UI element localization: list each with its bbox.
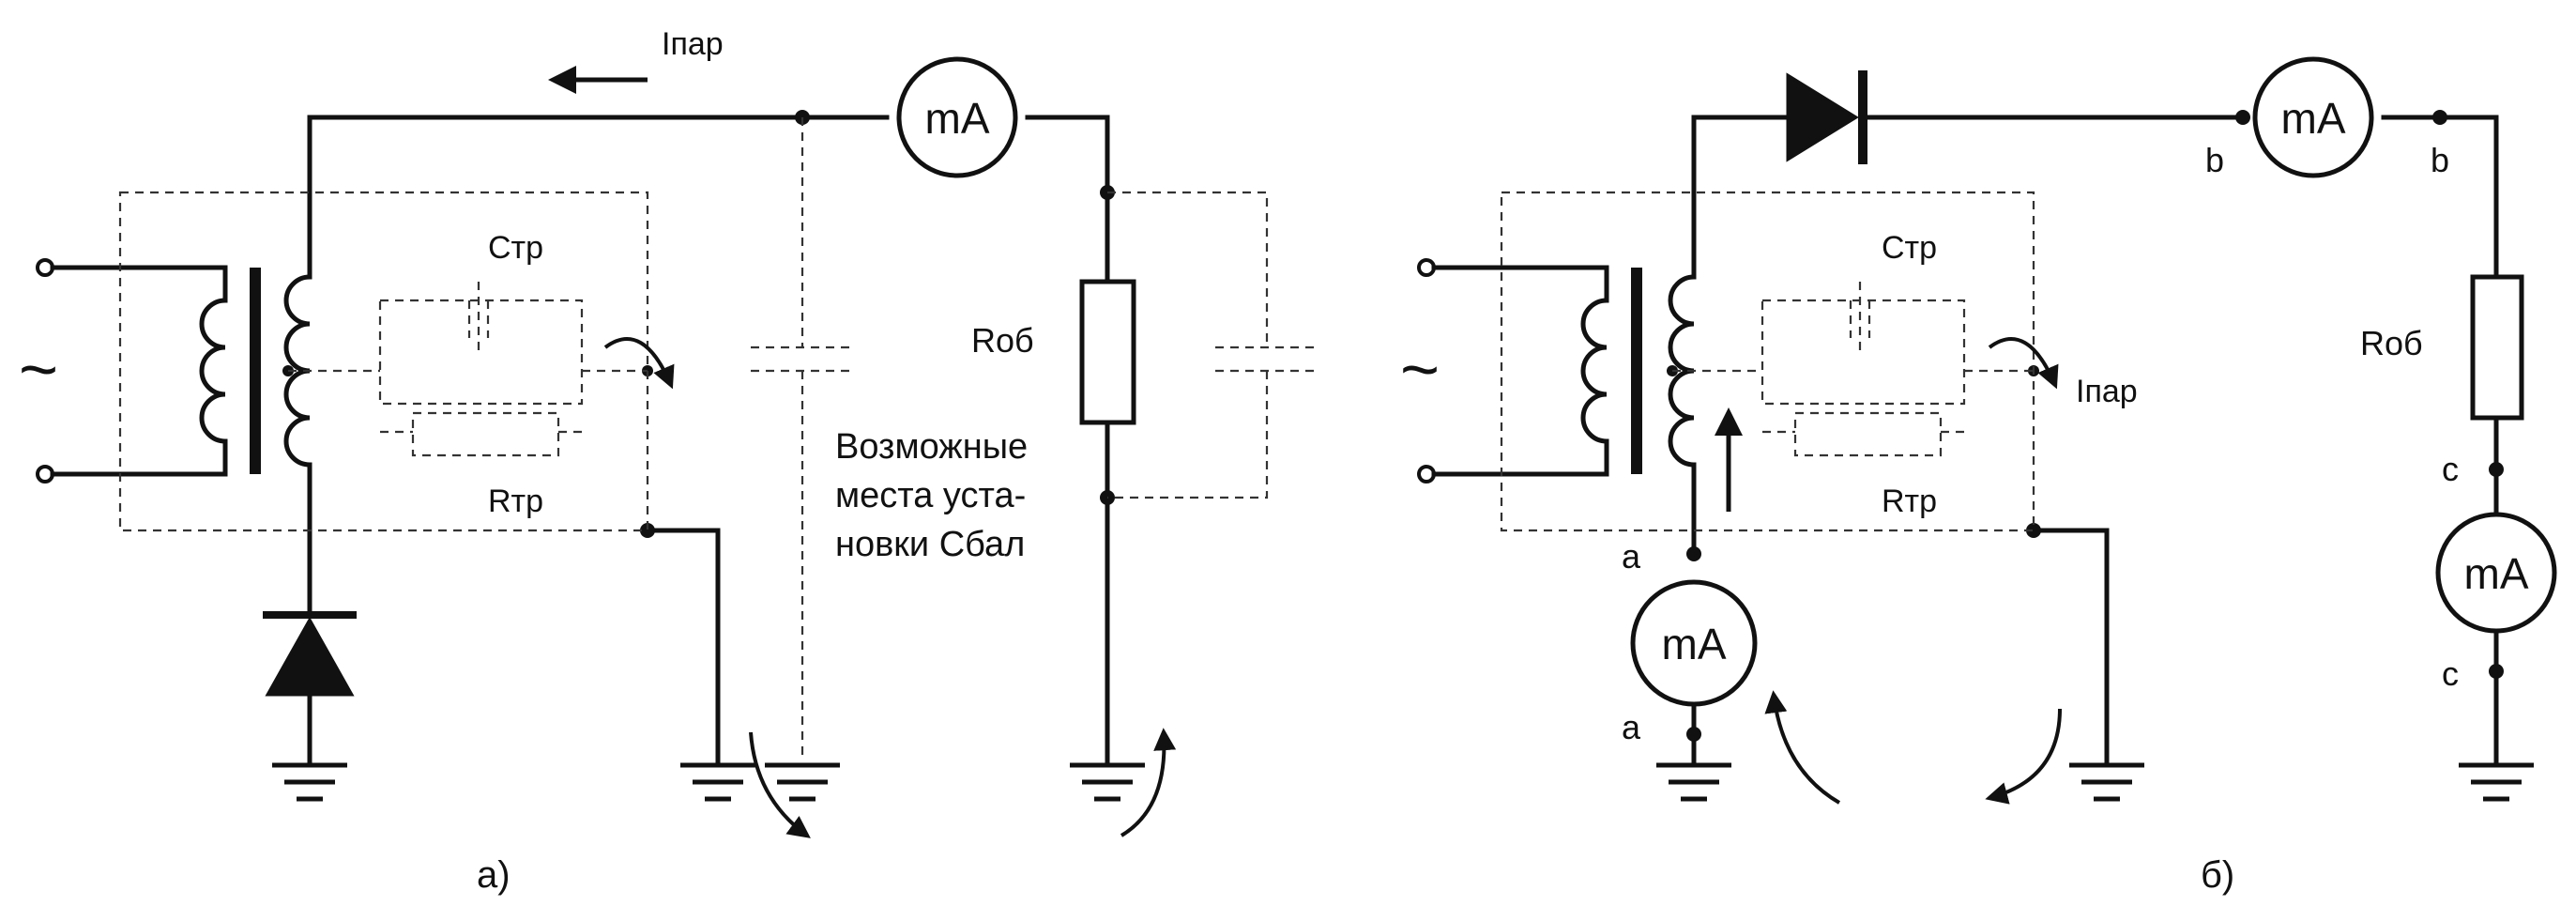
label-rtr-b: Rтр [1882, 484, 1937, 519]
junction-rtr-a [640, 523, 655, 538]
label-b-right: b [2431, 141, 2449, 179]
node-b-right [2432, 110, 2447, 125]
ground-wire-rtr-b [2031, 528, 2110, 768]
node-a-top [1686, 546, 1701, 561]
ground-load-a [1070, 762, 1145, 802]
svg-text:новки Cбал: новки Cбал [835, 525, 1025, 564]
label-a-bottom: a [1622, 708, 1641, 746]
svg-text:mA: mA [2281, 94, 2346, 143]
label-ctr-a: Cтр [488, 230, 543, 266]
milliammeter-a: mA [896, 56, 1018, 178]
parasitic-enclosure-b [1500, 191, 2035, 532]
svg-text:mA: mA [1662, 620, 1727, 668]
label-ipar-b: Iпар [2076, 374, 2138, 409]
curved-arrow-load-a [1120, 728, 1177, 837]
node-c-bottom [2489, 664, 2504, 679]
ground-load-b [2459, 762, 2534, 802]
diode-a [263, 611, 357, 706]
svg-text:Возможные: Возможные [835, 427, 1028, 467]
milliammeter-top-b: mA [2252, 56, 2374, 178]
junction-rtr-b [2026, 523, 2041, 538]
load-resistor-b [2470, 274, 2524, 421]
load-resistor-a [1079, 279, 1136, 425]
balance-note-a: Возможные места уста- новки Cбал [835, 427, 1028, 564]
transformer-a [36, 258, 312, 484]
milliammeter-left-b: mA [1630, 579, 1758, 707]
node-c-top [2489, 462, 2504, 477]
ac-symbol-b: ~ [1400, 332, 1440, 407]
label-ctr-b: Cтр [1882, 230, 1937, 266]
node-a-bottom [1686, 727, 1701, 742]
ground-cap-a [765, 762, 840, 802]
top-wire-left-b [1691, 115, 1791, 280]
svg-text:mA: mA [2464, 549, 2529, 598]
curved-arrow-ground-a [749, 731, 811, 838]
ground-rtr-a [680, 762, 755, 802]
svg-text:места уста-: места уста- [835, 476, 1026, 515]
label-c-bottom: c [2442, 654, 2459, 693]
ground-meter-b [1656, 762, 1731, 802]
ground-diode-a [272, 762, 347, 802]
label-rob-b: Rоб [2360, 324, 2423, 362]
diode-b [1786, 70, 1867, 164]
label-rtr-a: Rтр [488, 484, 543, 519]
curved-arrow-left-b [1764, 690, 1841, 805]
milliammeter-right-b: mA [2435, 512, 2557, 634]
label-c-top: c [2442, 450, 2459, 488]
label-a-top: a [1622, 537, 1641, 576]
ac-symbol-a: ~ [19, 332, 58, 407]
curved-arrow-right-b [1985, 708, 2062, 805]
balance-cap-positions-a [751, 117, 1318, 756]
diagram-b: ~ mA b b Rоб mA c c [1400, 56, 2557, 896]
transformer-b [1417, 258, 1697, 484]
caption-a: а) [477, 854, 511, 896]
ground-rtr-b [2069, 762, 2144, 802]
curved-arrow-rtr-a [603, 337, 675, 390]
curved-arrow-rtr-b [1988, 337, 2059, 390]
ground-wire-rtr-a [645, 528, 721, 768]
caption-b: б) [2201, 854, 2234, 896]
meter-label: mA [925, 94, 990, 143]
top-wire-right-a [1025, 115, 1110, 284]
label-b-left: b [2205, 141, 2224, 179]
parasitic-enclosure-a [118, 191, 649, 532]
top-wire-right-b [2381, 115, 2499, 280]
label-ipar-a: Iпар [662, 26, 724, 62]
label-rob-a: Rоб [971, 321, 1034, 360]
diagram-a: ~ mA Rоб [19, 26, 1318, 896]
top-wire-a [307, 115, 890, 280]
node-b-left [2235, 110, 2250, 125]
